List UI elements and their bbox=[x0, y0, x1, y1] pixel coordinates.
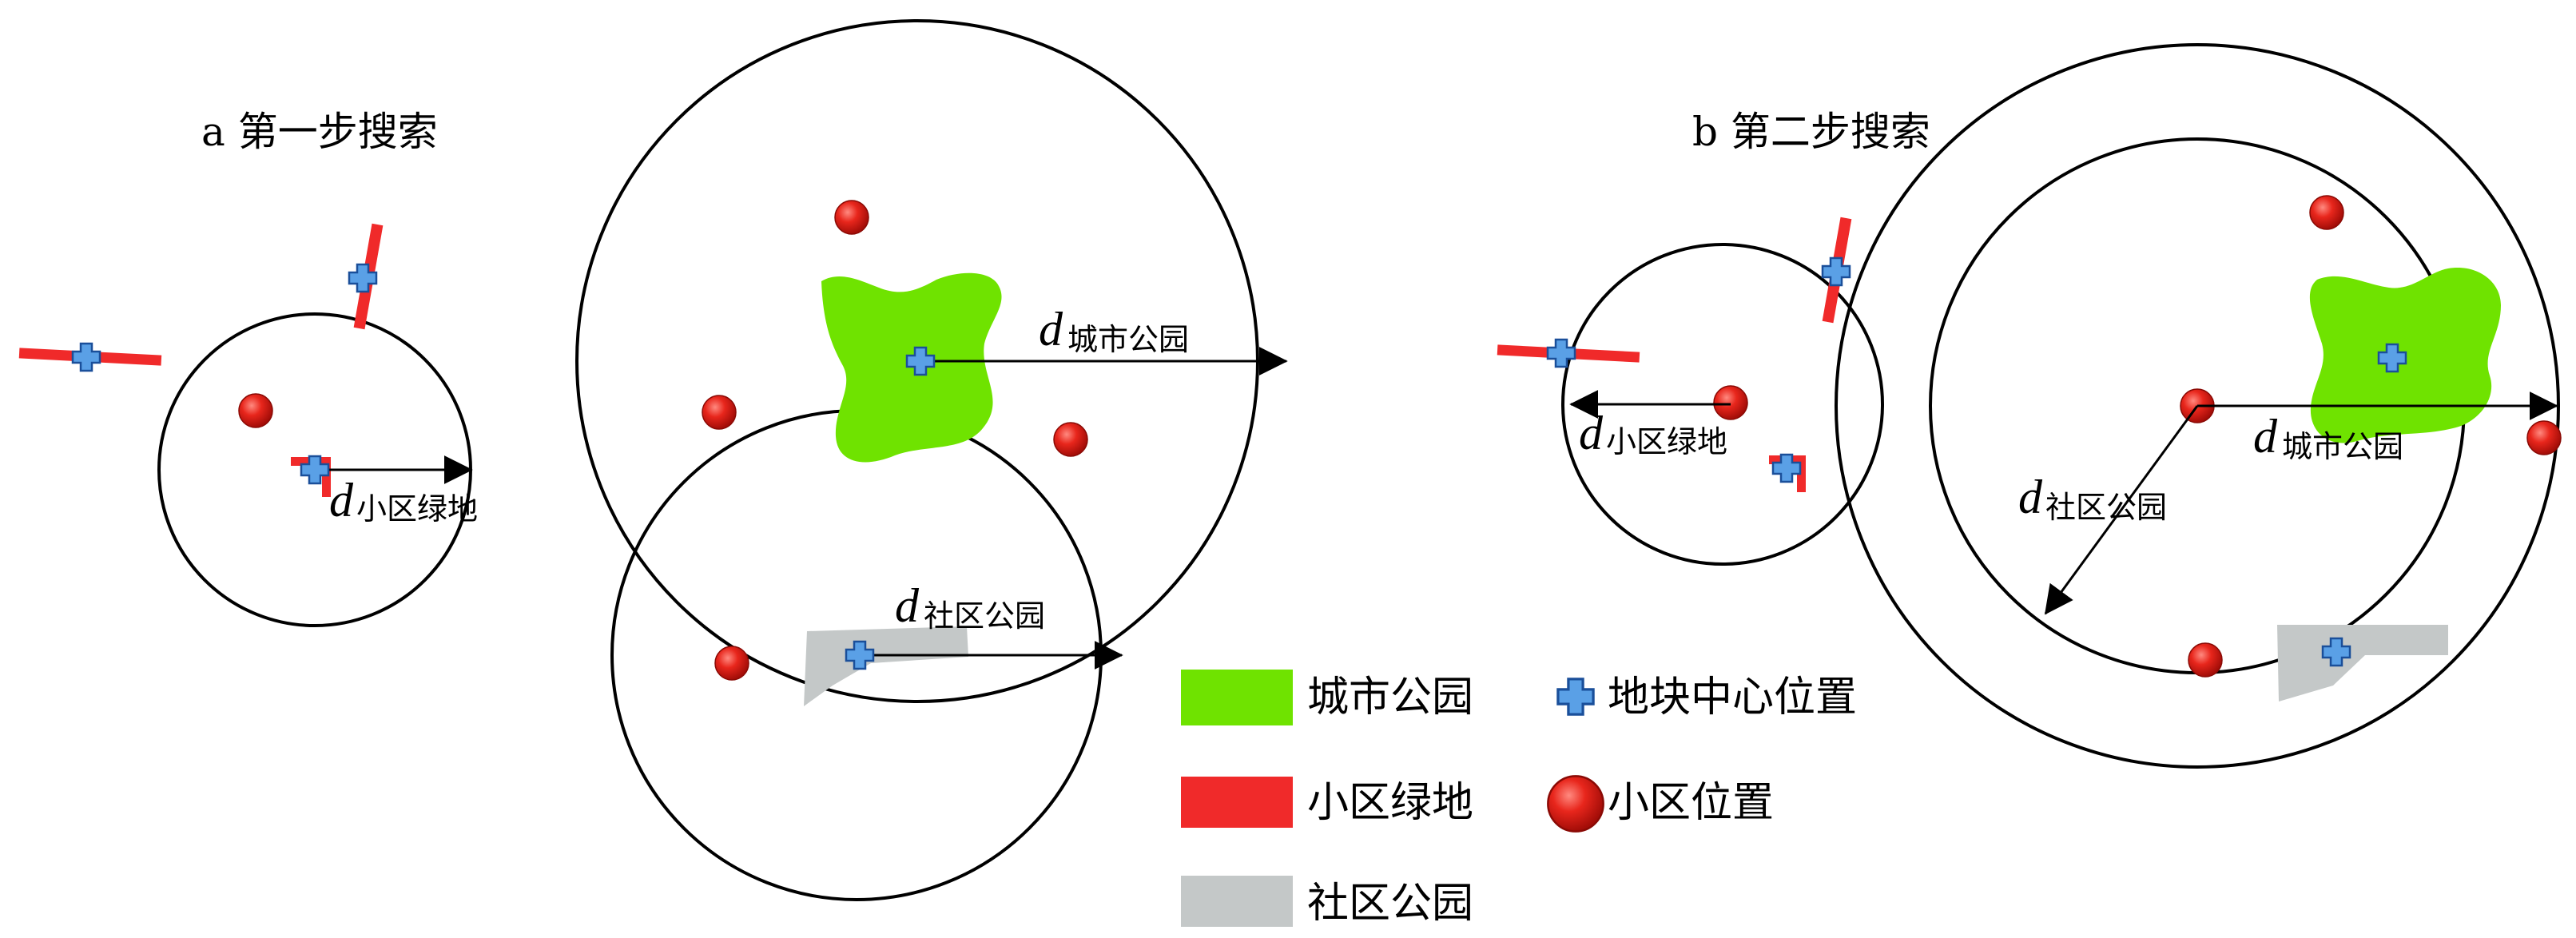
legend-label-community-park: 社区公园 bbox=[1307, 880, 1473, 928]
community-park-radius-label: 社区公园 bbox=[2045, 490, 2167, 525]
community-park-patch bbox=[2277, 625, 2448, 702]
panel-a: a 第一步搜索 d 小区绿地 d 城市公 bbox=[18, 19, 1288, 901]
panel-b: b 第二步搜索 d 小区绿地 d 城市公 bbox=[1497, 43, 2562, 769]
d-symbol: d bbox=[329, 474, 354, 527]
residential-dot bbox=[2526, 420, 2562, 455]
panel-b-title: b 第二步搜索 bbox=[1692, 109, 1930, 155]
residential-dot bbox=[714, 646, 749, 681]
legend-label-city-park: 城市公园 bbox=[1307, 674, 1473, 721]
legend-swatch-green-space bbox=[1181, 777, 1293, 828]
legend-swatch-parcel-center-icon bbox=[1556, 678, 1595, 716]
community-park-radius-arrow bbox=[2044, 405, 2199, 615]
city-park-search-circle bbox=[1835, 43, 2560, 769]
panel-a-title: a 第一步搜索 bbox=[201, 109, 438, 155]
residential-dot bbox=[1053, 422, 1088, 457]
parcel-center-icon bbox=[71, 342, 101, 372]
parcel-center-icon bbox=[1546, 338, 1576, 368]
d-symbol: d bbox=[1579, 407, 1604, 459]
city-park-radius-label: 城市公园 bbox=[1067, 322, 1189, 357]
green-space-search-circle bbox=[1561, 243, 1884, 566]
legend-label-green-space: 小区绿地 bbox=[1307, 779, 1473, 827]
community-park-radius-label: 社区公园 bbox=[924, 598, 1045, 634]
residential-dot bbox=[702, 395, 737, 430]
d-symbol: d bbox=[895, 579, 920, 632]
legend-swatch-residential-dot bbox=[1547, 775, 1604, 833]
d-symbol: d bbox=[2018, 471, 2043, 523]
city-park-radius-label: 城市公园 bbox=[2282, 429, 2403, 464]
legend-swatch-community-park bbox=[1181, 876, 1293, 927]
legend-label-parcel-center: 地块中心位置 bbox=[1608, 674, 1857, 721]
legend-swatch-city-park bbox=[1181, 670, 1293, 725]
d-symbol: d bbox=[1039, 303, 1063, 356]
legend: 城市公园 地块中心位置 小区绿地 小区位置 社区公园 bbox=[1181, 670, 1857, 928]
green-space-radius-label: 小区绿地 bbox=[356, 491, 478, 527]
d-symbol: d bbox=[2253, 410, 2278, 463]
residential-dot bbox=[2309, 195, 2344, 230]
community-park-patch bbox=[804, 626, 968, 706]
residential-dot bbox=[2188, 642, 2223, 678]
residential-dot bbox=[238, 393, 273, 428]
legend-label-residential: 小区位置 bbox=[1608, 779, 1774, 827]
residential-dot bbox=[834, 200, 869, 235]
residential-dot bbox=[1713, 385, 1748, 420]
green-space-radius-label: 小区绿地 bbox=[1606, 424, 1727, 459]
